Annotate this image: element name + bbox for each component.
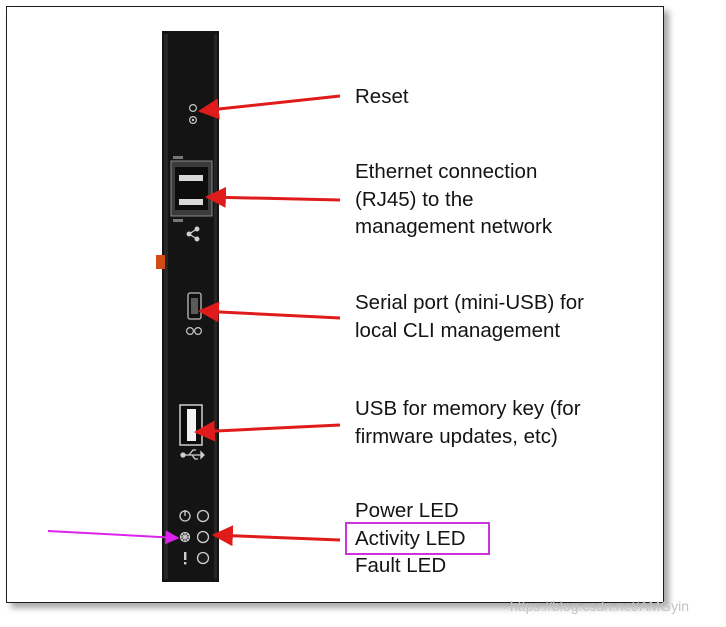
label-ethernet-line-3: management network [355, 215, 553, 238]
label-serial: Serial port (mini-USB) for local CLI man… [355, 289, 584, 344]
watermark: https://blog.csdn.net/AMGyin [510, 598, 689, 614]
serial-icon [186, 327, 203, 336]
power-led [196, 509, 210, 523]
activity-highlight-box [345, 522, 490, 555]
arrow-activity-pointer [47, 530, 180, 545]
label-ethernet: Ethernet connection (RJ45) to the manage… [355, 158, 552, 241]
label-ethernet-line-1: Ethernet connection [355, 160, 538, 183]
fault-led [196, 551, 210, 565]
arrow-usb [193, 420, 341, 442]
power-icon [179, 510, 191, 522]
label-serial-line-2: local CLI management [355, 318, 561, 342]
serial-port [187, 292, 202, 320]
arrow-ethernet [204, 186, 341, 208]
arrow-reset [197, 94, 341, 120]
label-usb: USB for memory key (for firmware updates… [355, 395, 581, 450]
release-tab [156, 255, 165, 269]
activity-icon [179, 531, 191, 543]
usb-icon [180, 449, 205, 460]
arrow-serial [197, 301, 341, 323]
fault-icon [184, 552, 187, 565]
network-icon [186, 226, 200, 242]
rj45-port [170, 156, 213, 222]
arrow-leds [211, 525, 341, 547]
label-power-led: Power LED [355, 499, 459, 522]
label-serial-line-1: Serial port (mini-USB) for [355, 291, 584, 314]
label-usb-line-1: USB for memory key (for [355, 397, 581, 420]
label-usb-line-2: firmware updates, etc) [355, 424, 558, 448]
label-ethernet-line-2: (RJ45) to the [355, 187, 474, 211]
reset-icon [189, 103, 198, 124]
activity-led [196, 530, 210, 544]
label-fault-led: Fault LED [355, 554, 447, 577]
figure-frame [6, 6, 664, 603]
label-reset: Reset [355, 85, 409, 108]
usb-port [179, 404, 203, 446]
label-activity-led: Activity LED [355, 527, 466, 550]
